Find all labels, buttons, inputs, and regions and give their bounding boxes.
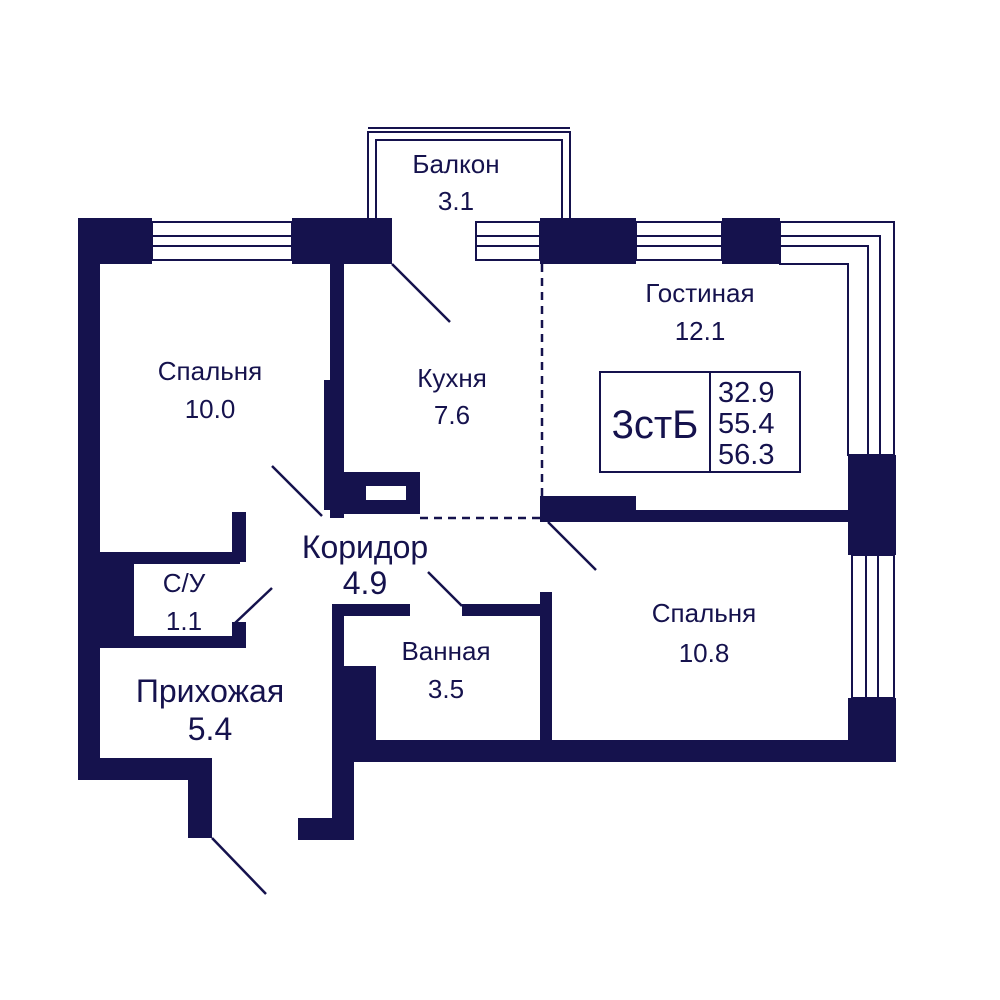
walls: [78, 218, 896, 840]
bedroom2-area: 10.8: [679, 638, 730, 668]
living-area: 12.1: [675, 316, 726, 346]
living-name: Гостиная: [645, 278, 754, 308]
area-card-frame: [599, 371, 801, 473]
apartment-code: 3стБ: [612, 403, 699, 447]
balcony-area: 3.1: [438, 186, 474, 216]
area-total-balcony: 56.3: [718, 439, 774, 471]
hallway-area: 5.4: [188, 711, 232, 747]
area-card: 3стБ 32.9 55.4 56.3: [599, 371, 801, 473]
bedroom1-name: Спальня: [158, 356, 262, 386]
wc-name: С/У: [163, 568, 206, 598]
area-total: 55.4: [718, 408, 774, 440]
corridor-name: Коридор: [302, 529, 428, 565]
kitchen-name: Кухня: [417, 363, 487, 393]
bedroom1-area: 10.0: [185, 394, 236, 424]
corridor-area: 4.9: [343, 565, 387, 601]
hallway-name: Прихожая: [136, 673, 284, 709]
bathroom-name: Ванная: [401, 636, 490, 666]
bedroom2-name: Спальня: [652, 598, 756, 628]
area-living: 32.9: [718, 377, 774, 409]
kitchen-area: 7.6: [434, 400, 470, 430]
bathroom-area: 3.5: [428, 674, 464, 704]
balcony-name: Балкон: [412, 149, 499, 179]
windows: [151, 127, 895, 699]
doors: [211, 263, 597, 895]
room-labels: Балкон 3.1 Гостиная 12.1 Кухня 7.6 Спаль…: [136, 149, 756, 747]
open-boundaries: [420, 264, 544, 520]
wc-area: 1.1: [166, 606, 202, 636]
